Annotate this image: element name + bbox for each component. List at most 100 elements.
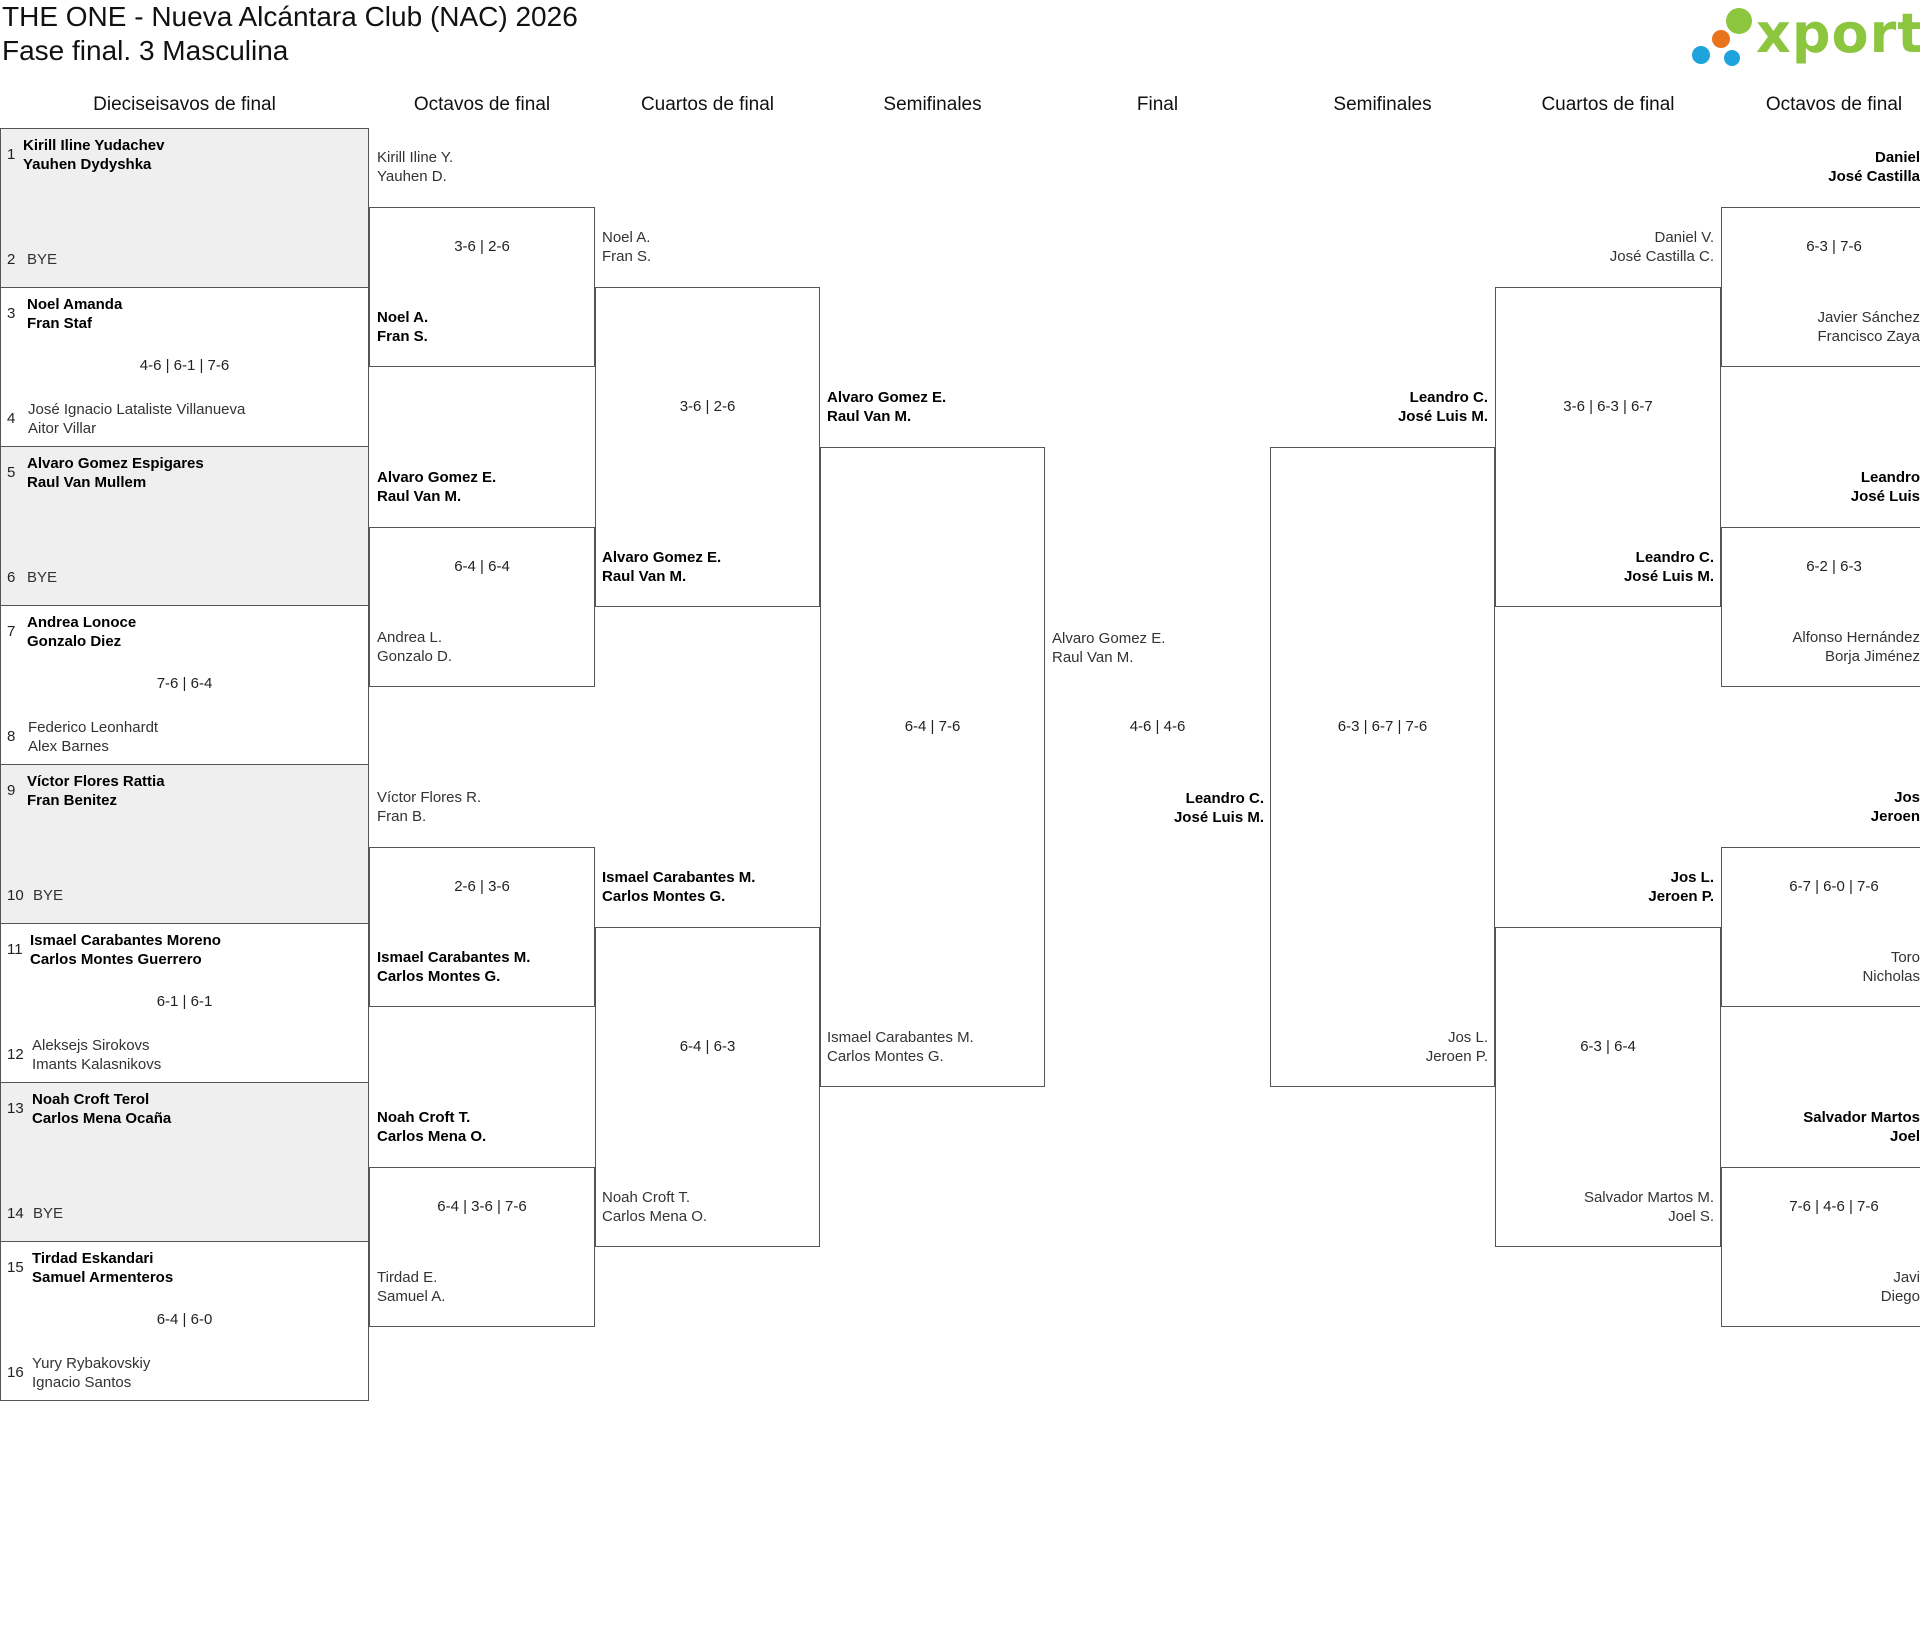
bracket-connector	[1270, 447, 1495, 1087]
team-player: Fran Staf	[27, 315, 93, 332]
logo-dot-blue-icon	[1692, 46, 1710, 64]
team-player: Jeroen	[1870, 808, 1920, 825]
seed-number: 12	[7, 1046, 24, 1063]
bracket-connector	[1495, 287, 1721, 607]
seed-number: 1	[7, 146, 16, 163]
logo-dot-orange-icon	[1712, 30, 1730, 48]
bracket-connector	[1721, 527, 1920, 687]
team-player: Ignacio Santos	[32, 1374, 132, 1391]
column-header-r32: Dieciseisavos de final	[93, 94, 276, 115]
bracket-connector	[369, 847, 595, 1007]
match-score: 6-4 | 6-3	[679, 1038, 736, 1055]
match-score: 6-4 | 3-6 | 7-6	[437, 1198, 527, 1215]
team-player: Leandro C.	[1409, 389, 1488, 406]
team-player: Tirdad E.	[377, 1269, 438, 1286]
match-score: 6-3 | 7-6	[1806, 238, 1862, 255]
team-player: Gonzalo D.	[377, 648, 453, 665]
team-player: BYE	[27, 251, 58, 268]
seed-number: 5	[7, 464, 16, 481]
team-player: Noel A.	[602, 229, 651, 246]
bracket-connector	[1721, 207, 1920, 367]
seed-number: 6	[7, 569, 16, 586]
team-player: Aitor Villar	[28, 420, 97, 437]
team-player: Jos L.	[1447, 1029, 1488, 1046]
team-player: Fran B.	[377, 808, 427, 825]
team-player: Carlos Montes G.	[377, 968, 501, 985]
team-player: Yauhen Dydyshka	[23, 156, 152, 173]
team-player: Kirill Iline Y.	[377, 149, 454, 166]
team-player: Nicholas	[1862, 968, 1920, 985]
team-player: Noah Croft T.	[602, 1189, 691, 1206]
team-player: José Luis M.	[1623, 568, 1714, 585]
team-player: Noah Croft T.	[377, 1109, 471, 1126]
match-score: 6-2 | 6-3	[1806, 558, 1862, 575]
bracket-connector	[820, 447, 1045, 1087]
team-player: Víctor Flores R.	[377, 789, 482, 806]
team-player: Alvaro Gomez E.	[377, 469, 497, 486]
seed-box	[0, 446, 369, 606]
team-player: Joel S.	[1668, 1208, 1714, 1225]
team-player: Noah Croft Terol	[32, 1091, 150, 1108]
team-player: Samuel A.	[377, 1288, 446, 1305]
match-score: 6-1 | 6-1	[156, 993, 213, 1010]
team-player: Leandro C.	[1635, 549, 1714, 566]
team-player: Alvaro Gomez E.	[602, 549, 722, 566]
team-player: Carlos Montes G.	[827, 1048, 944, 1065]
team-player: Diego	[1880, 1288, 1920, 1305]
bracket-connector	[1721, 847, 1920, 1007]
logo-wordmark: xporty	[1756, 2, 1920, 65]
team-player: Toro	[1890, 949, 1920, 966]
team-player: Raul Van M.	[602, 568, 687, 585]
team-player: Raul Van M.	[827, 408, 912, 425]
team-player: Carlos Mena Ocaña	[32, 1110, 172, 1127]
bracket-connector	[595, 287, 820, 607]
team-player: Noel Amanda	[27, 296, 123, 313]
team-player: Javier Sánchez	[1817, 309, 1920, 326]
team-player: Francisco Zaya	[1817, 328, 1920, 345]
team-player: Yauhen D.	[377, 168, 447, 185]
match-score: 6-3 | 6-4	[1580, 1038, 1636, 1055]
team-player: Kirill Iline Yudachev	[23, 137, 165, 154]
team-player: Noel A.	[377, 309, 429, 326]
match-score: 6-7 | 6-0 | 7-6	[1789, 878, 1879, 895]
team-player: Ismael Carabantes M.	[377, 949, 531, 966]
team-player: Daniel V.	[1654, 229, 1715, 246]
bracket-connector	[369, 207, 595, 367]
team-player: Fran Benitez	[27, 792, 118, 809]
team-player: Daniel	[1874, 149, 1920, 166]
team-player: Salvador Martos M.	[1583, 1189, 1714, 1206]
team-player: BYE	[27, 569, 58, 586]
logo-dot-green-icon	[1726, 8, 1752, 34]
team-player: José Castilla C.	[1609, 248, 1714, 265]
team-player: Alvaro Gomez Espigares	[27, 455, 204, 472]
team-player: Alex Barnes	[28, 738, 109, 755]
bracket-connector	[369, 1167, 595, 1327]
match-score: 6-3 | 6-7 | 7-6	[1337, 718, 1428, 735]
team-player: Joel	[1889, 1128, 1920, 1145]
team-player: José Ignacio Lataliste Villanueva	[28, 401, 246, 418]
seed-number: 9	[7, 782, 16, 799]
team-player: Alfonso Hernández	[1792, 629, 1920, 646]
team-player: Fran S.	[602, 248, 652, 265]
seed-number: 3	[7, 305, 16, 322]
team-player: Andrea L.	[377, 629, 443, 646]
team-player: Aleksejs Sirokovs	[32, 1037, 150, 1054]
team-player: Jeroen P.	[1648, 888, 1714, 905]
team-player: Gonzalo Diez	[27, 633, 122, 650]
team-player: BYE	[33, 1205, 64, 1222]
final-score: 4-6 | 4-6	[1129, 718, 1186, 735]
team-player: Andrea Lonoce	[27, 614, 137, 631]
match-score: 4-6 | 6-1 | 7-6	[139, 357, 230, 374]
match-score: 2-6 | 3-6	[454, 878, 510, 895]
seed-number: 13	[7, 1100, 24, 1117]
team-player: Samuel Armenteros	[32, 1269, 174, 1286]
seed-number: 11	[7, 941, 23, 958]
team-player: Carlos Montes G.	[602, 888, 726, 905]
column-header-final: Final	[1136, 94, 1179, 115]
team-player: Alvaro Gomez E.	[827, 389, 947, 406]
match-score: 6-4 | 6-4	[454, 558, 510, 575]
match-score: 7-6 | 4-6 | 7-6	[1789, 1198, 1879, 1215]
tournament-title: THE ONE - Nueva Alcántara Club (NAC) 202…	[2, 1, 578, 32]
column-header-left-r16: Octavos de final	[413, 94, 551, 115]
match-score: 7-6 | 6-4	[156, 675, 213, 692]
